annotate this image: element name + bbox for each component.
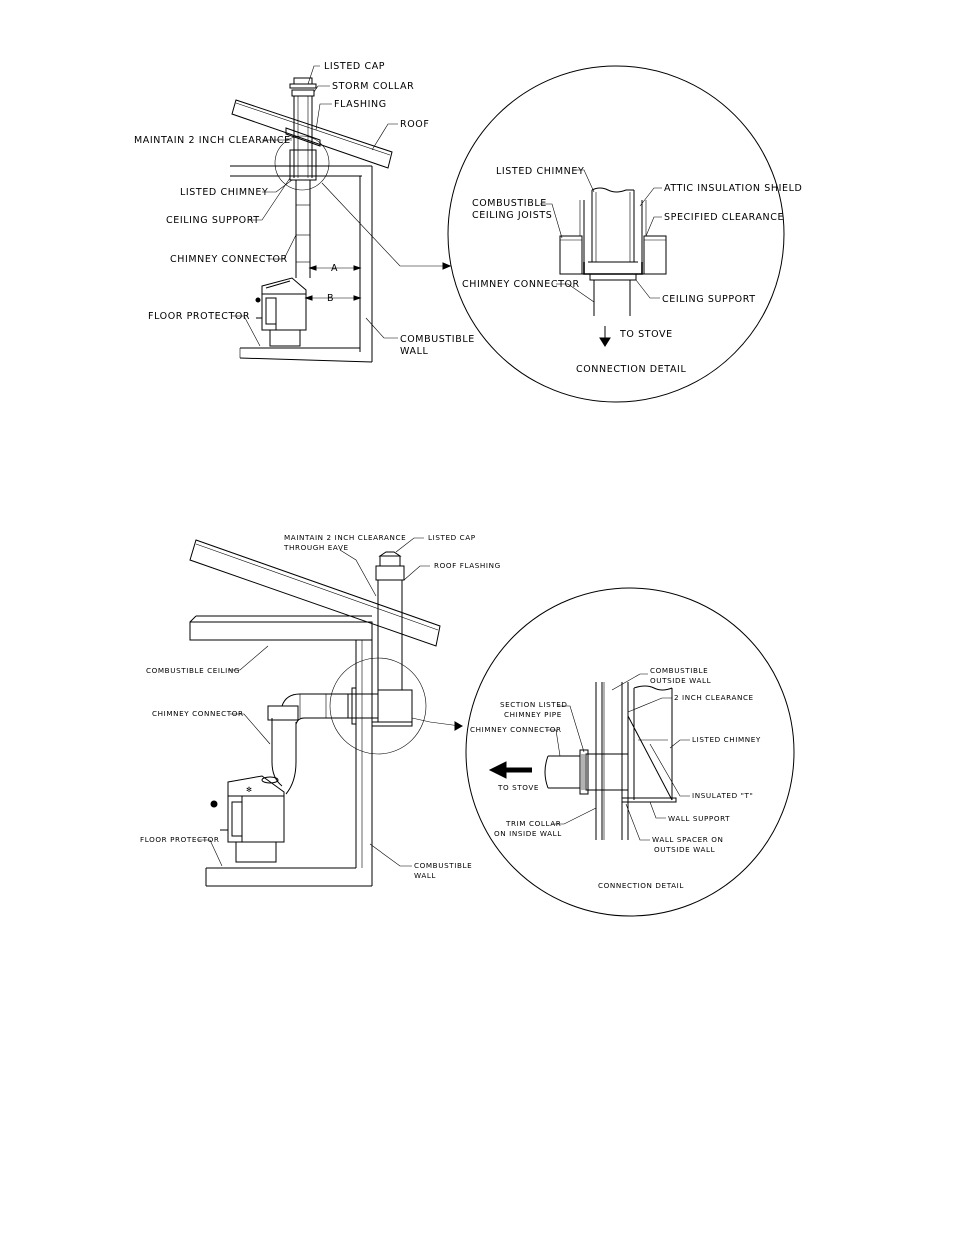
detail-caption-bottom: CONNECTION DETAIL (598, 881, 684, 890)
chimney-connector-detail (593, 280, 631, 316)
label-listed-chimney: LISTED CHIMNEY (180, 187, 268, 198)
detail-label-combustible-1: COMBUSTIBLE (472, 198, 547, 209)
label-roof-flashing: ROOF FLASHING (434, 561, 501, 570)
label-chimney-connector-bottom: CHIMNEY CONNECTOR (152, 709, 244, 718)
detail-label-combustible-outside-1: COMBUSTIBLE (650, 666, 708, 675)
ceiling-joists (559, 235, 667, 275)
dimension-b (304, 295, 362, 301)
flashing-icon (285, 127, 321, 147)
outside-wall-detail (595, 682, 629, 840)
detail-label-listed-chimney: LISTED CHIMNEY (496, 166, 584, 177)
detail-label-to-stove-bottom: TO STOVE (497, 783, 539, 792)
detail-caption-top: CONNECTION DETAIL (576, 364, 686, 375)
detail-label-attic-insulation-shield: ATTIC INSULATION SHIELD (664, 183, 802, 194)
detail-label-listed-chimney-bottom: LISTED CHIMNEY (692, 735, 761, 744)
roof-panel (231, 99, 393, 169)
label-maintain-clearance: MAINTAIN 2 INCH CLEARANCE (134, 135, 291, 146)
label-dimension-a: A (331, 263, 338, 274)
label-floor-protector-bottom: FLOOR PROTECTOR (140, 835, 219, 844)
detail-label-section-listed-1: SECTION LISTED (500, 700, 568, 709)
wall-pass-through (347, 687, 379, 725)
stove-icon-bottom: ✻ (210, 775, 285, 863)
combustible-wall (359, 165, 373, 362)
detail-label-chimney-connector: CHIMNEY CONNECTOR (462, 279, 580, 290)
attic-insulation-shield (579, 200, 647, 270)
wall-support-detail (621, 797, 677, 803)
leader-lines-bottom-detail (546, 673, 690, 841)
stove-icon (255, 277, 307, 347)
detail-label-specified-clearance: SPECIFIED CLEARANCE (664, 212, 784, 223)
ceiling-support-detail (583, 261, 643, 281)
label-chimney-connector: CHIMNEY CONNECTOR (170, 254, 288, 265)
detail-label-two-inch-clearance: 2 INCH CLEARANCE (674, 693, 754, 702)
label-combustible-ceiling: COMBUSTIBLE CEILING (146, 666, 240, 675)
detail-callout-circle (274, 135, 330, 191)
label-maintain-clearance-1: MAINTAIN 2 INCH CLEARANCE (284, 533, 406, 542)
listed-cap-icon (289, 77, 317, 89)
detail-label-section-listed-2: CHIMNEY PIPE (504, 710, 562, 719)
exterior-listed-chimney (372, 551, 413, 727)
roof-panel-bottom (189, 539, 441, 647)
dimension-a (308, 265, 362, 271)
label-storm-collar: STORM COLLAR (332, 81, 414, 92)
label-dimension-b: B (327, 293, 334, 304)
storm-collar-icon (291, 89, 315, 97)
label-floor-protector: FLOOR PROTECTOR (148, 311, 250, 322)
label-roof: ROOF (400, 119, 429, 130)
detail-callout-circle-bottom (329, 657, 427, 755)
floor-line (239, 347, 373, 363)
arrow-to-stove-icon-bottom (488, 761, 532, 779)
detail-circle-top (447, 65, 785, 403)
label-flashing: FLASHING (334, 99, 387, 110)
ceiling-line (230, 165, 362, 177)
detail-label-combustible-2: CEILING JOISTS (472, 210, 552, 221)
ceiling-support-box (289, 149, 317, 181)
detail-label-wall-support: WALL SUPPORT (668, 814, 730, 823)
detail-label-trim-collar-1: TRIM COLLAR (505, 819, 561, 828)
bottom-installation-diagram: ✻ MAINTAIN 2 INCH CLEARANCE THROUGH EAVE… (140, 533, 501, 887)
section-listed-pipe-detail (579, 749, 629, 795)
detail-label-combustible-outside-2: OUTSIDE WALL (650, 676, 711, 685)
detail-label-insulated-t: INSULATED "T" (692, 791, 753, 800)
label-maintain-clearance-2: THROUGH EAVE (283, 543, 349, 552)
arrow-to-stove-icon (599, 326, 611, 347)
top-connection-detail: LISTED CHIMNEY ATTIC INSULATION SHIELD C… (447, 65, 802, 403)
chimney-connector-bottom (267, 693, 348, 795)
svg-text:✻: ✻ (246, 785, 253, 794)
label-combustible-wall-1: COMBUSTIBLE (400, 334, 475, 345)
insulated-t-brace (627, 715, 673, 801)
combustible-wall-bottom (355, 622, 373, 886)
detail-circle-bottom (465, 587, 795, 917)
leader-lines-top (232, 65, 452, 347)
bottom-connection-detail: COMBUSTIBLE OUTSIDE WALL 2 INCH CLEARANC… (465, 587, 795, 917)
listed-chimney-exterior-detail (633, 685, 673, 800)
leader-lines-bottom (198, 537, 464, 867)
listed-chimney-detail (591, 187, 635, 262)
detail-label-wall-spacer-2: OUTSIDE WALL (654, 845, 715, 854)
detail-label-to-stove: TO STOVE (619, 329, 673, 340)
combustible-ceiling (189, 615, 373, 641)
label-listed-cap: LISTED CAP (324, 61, 385, 72)
detail-label-ceiling-support: CEILING SUPPORT (662, 294, 756, 305)
label-combustible-wall-bottom-1: COMBUSTIBLE (414, 861, 472, 870)
floor-bottom (205, 867, 372, 887)
label-combustible-wall-2: WALL (400, 346, 428, 357)
label-listed-cap-bottom: LISTED CAP (428, 533, 476, 542)
leader-lines-top-detail (540, 169, 662, 303)
label-ceiling-support: CEILING SUPPORT (166, 215, 260, 226)
label-combustible-wall-bottom-2: WALL (414, 871, 436, 880)
chimney-connector-pipe (295, 180, 311, 278)
detail-label-trim-collar-2: ON INSIDE WALL (494, 829, 562, 838)
top-installation-diagram: LISTED CAP STORM COLLAR FLASHING ROOF MA… (134, 61, 475, 363)
detail-label-wall-spacer-1: WALL SPACER ON (652, 835, 723, 844)
detail-label-chimney-connector-bottom: CHIMNEY CONNECTOR (470, 725, 562, 734)
chimney-connector-incoming (544, 755, 580, 789)
